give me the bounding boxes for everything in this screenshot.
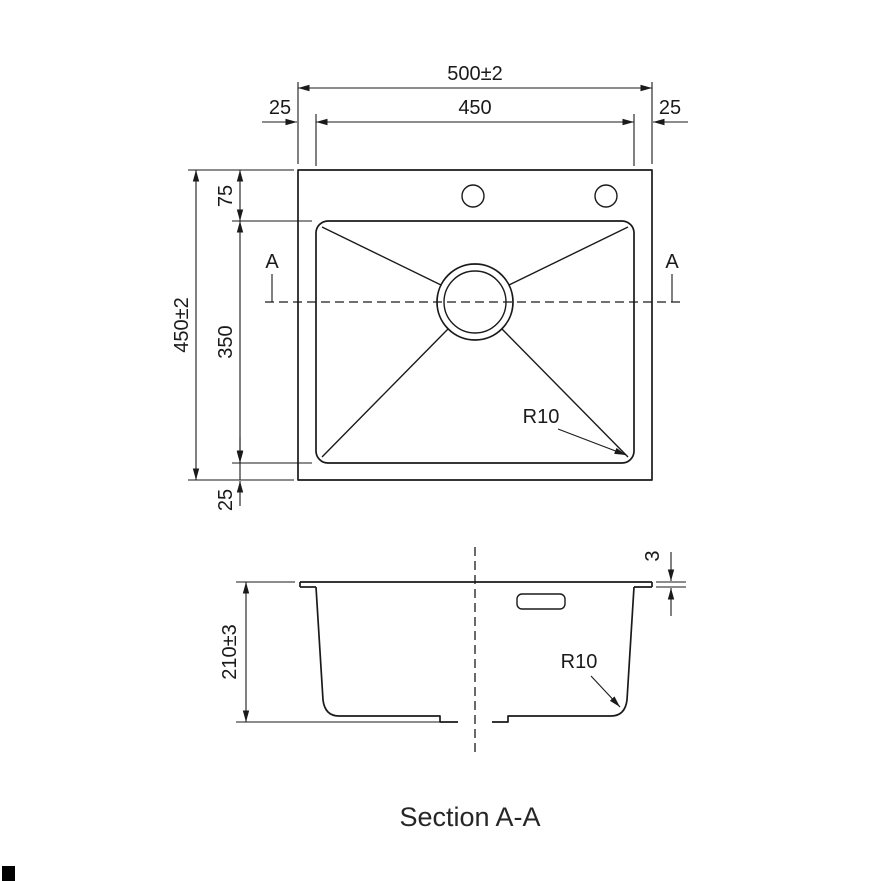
dim-corner-radius-section: R10 — [561, 651, 598, 673]
section-view — [299, 547, 653, 753]
section-mark-label-right: A — [665, 251, 679, 273]
bowl-slope-line-top-left — [321, 226, 442, 286]
dim-inner-width: 450 — [458, 97, 491, 119]
faucet-hole-left — [461, 184, 485, 208]
dim-overall-width: 500±2 — [447, 63, 502, 85]
dim-bowl-depth: 210±3 — [219, 624, 241, 679]
bowl-profile-right — [492, 586, 635, 723]
top-view-dimensions: 500±2 450 25 25 450±2 75 350 25 R — [171, 63, 688, 511]
dim-rim-thickness: 3 — [642, 550, 664, 561]
bowl-slope-line-bottom-left — [321, 328, 449, 458]
top-view: A A — [265, 169, 682, 481]
dim-left-rim: 25 — [269, 97, 291, 119]
dim-bowl-length: 350 — [215, 325, 237, 358]
sink-outer-rect — [297, 169, 653, 481]
leader-corner-radius-top — [557, 428, 627, 456]
scan-artifact-mark — [2, 866, 15, 881]
dim-corner-radius-top: R10 — [523, 406, 560, 428]
leader-corner-radius-section — [590, 675, 621, 708]
bowl-slope-line-bottom-right — [501, 328, 629, 458]
dim-overall-depth: 450±2 — [171, 297, 193, 352]
section-mark-label-left: A — [265, 251, 279, 273]
faucet-hole-right — [594, 184, 618, 208]
dim-right-rim: 25 — [659, 97, 681, 119]
drain-outer-circle — [436, 263, 514, 341]
bowl-profile-left — [315, 586, 458, 723]
dim-top-rim: 75 — [215, 185, 237, 207]
section-caption: Section A-A — [399, 802, 540, 832]
dim-bottom-rim: 25 — [215, 489, 237, 511]
drain-inner-circle — [443, 270, 507, 334]
overflow-hole — [516, 593, 566, 610]
bowl-slope-line-top-right — [508, 226, 629, 286]
sink-bowl-rect — [315, 220, 635, 464]
section-view-dimensions: 210±3 3 R10 — [219, 550, 686, 723]
